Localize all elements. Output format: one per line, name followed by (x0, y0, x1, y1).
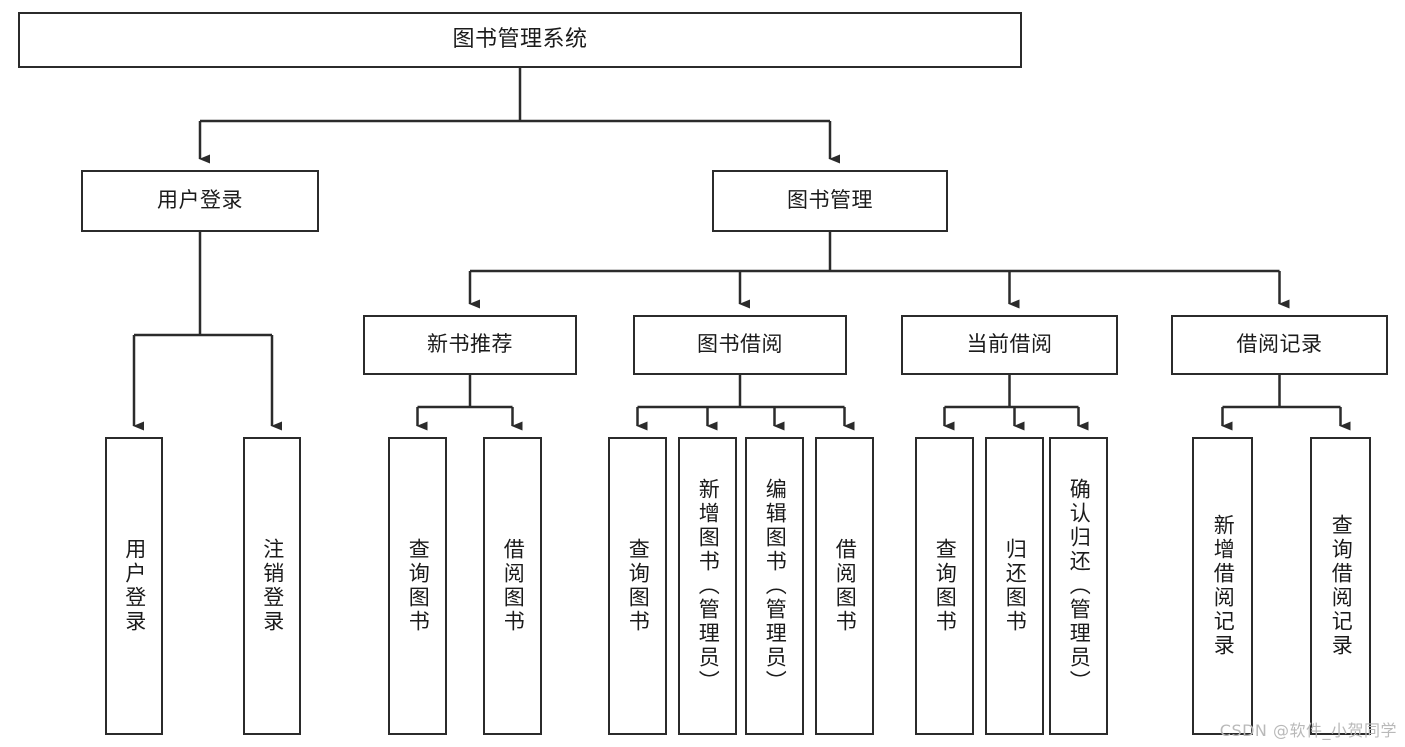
node-label: 编辑图书（管理员） (763, 478, 788, 694)
branch-node[interactable]: 借阅记录 (1171, 315, 1388, 375)
branch-node[interactable]: 用户登录 (81, 170, 319, 232)
node-label: 查询图书 (626, 538, 651, 634)
node-label: 用户登录 (122, 538, 147, 634)
node-label: 图书借阅 (697, 332, 783, 357)
edge-group (132, 68, 1351, 431)
node-label: 查询图书 (933, 538, 958, 634)
node-label: 借阅记录 (1236, 332, 1323, 357)
node-label: 新增图书（管理员） (696, 478, 721, 694)
node-label: 借阅图书 (501, 538, 526, 634)
leaf-node[interactable]: 新增图书（管理员） (678, 437, 737, 735)
leaf-node[interactable]: 查询图书 (388, 437, 447, 735)
leaf-node[interactable]: 新增借阅记录 (1192, 437, 1253, 735)
node-label: 查询图书 (406, 538, 431, 634)
node-label: 注销登录 (260, 538, 285, 634)
leaf-node[interactable]: 确认归还（管理员） (1049, 437, 1108, 735)
node-label: 图书管理 (787, 188, 873, 213)
node-label: 借阅图书 (833, 538, 858, 634)
leaf-node[interactable]: 注销登录 (243, 437, 301, 735)
node-label: 图书管理系统 (452, 26, 588, 52)
branch-node[interactable]: 新书推荐 (363, 315, 577, 375)
watermark-text: CSDN @软件_小贺同学 (1219, 721, 1397, 740)
node-label: 查询借阅记录 (1329, 514, 1354, 658)
root-node[interactable]: 图书管理系统 (18, 12, 1022, 68)
node-label: 用户登录 (157, 188, 243, 213)
leaf-node[interactable]: 用户登录 (105, 437, 163, 735)
node-label: 当前借阅 (966, 332, 1053, 357)
branch-node[interactable]: 图书借阅 (633, 315, 847, 375)
leaf-node[interactable]: 借阅图书 (483, 437, 542, 735)
leaf-node[interactable]: 借阅图书 (815, 437, 874, 735)
leaf-node[interactable]: 归还图书 (985, 437, 1044, 735)
branch-node[interactable]: 图书管理 (712, 170, 948, 232)
node-label: 确认归还（管理员） (1067, 478, 1092, 694)
leaf-node[interactable]: 查询图书 (608, 437, 667, 735)
node-label: 新书推荐 (427, 332, 513, 357)
leaf-node[interactable]: 编辑图书（管理员） (745, 437, 804, 735)
leaf-node[interactable]: 查询借阅记录 (1310, 437, 1371, 735)
node-label: 归还图书 (1003, 538, 1028, 634)
node-label: 新增借阅记录 (1211, 514, 1236, 658)
branch-node[interactable]: 当前借阅 (901, 315, 1118, 375)
leaf-node[interactable]: 查询图书 (915, 437, 974, 735)
